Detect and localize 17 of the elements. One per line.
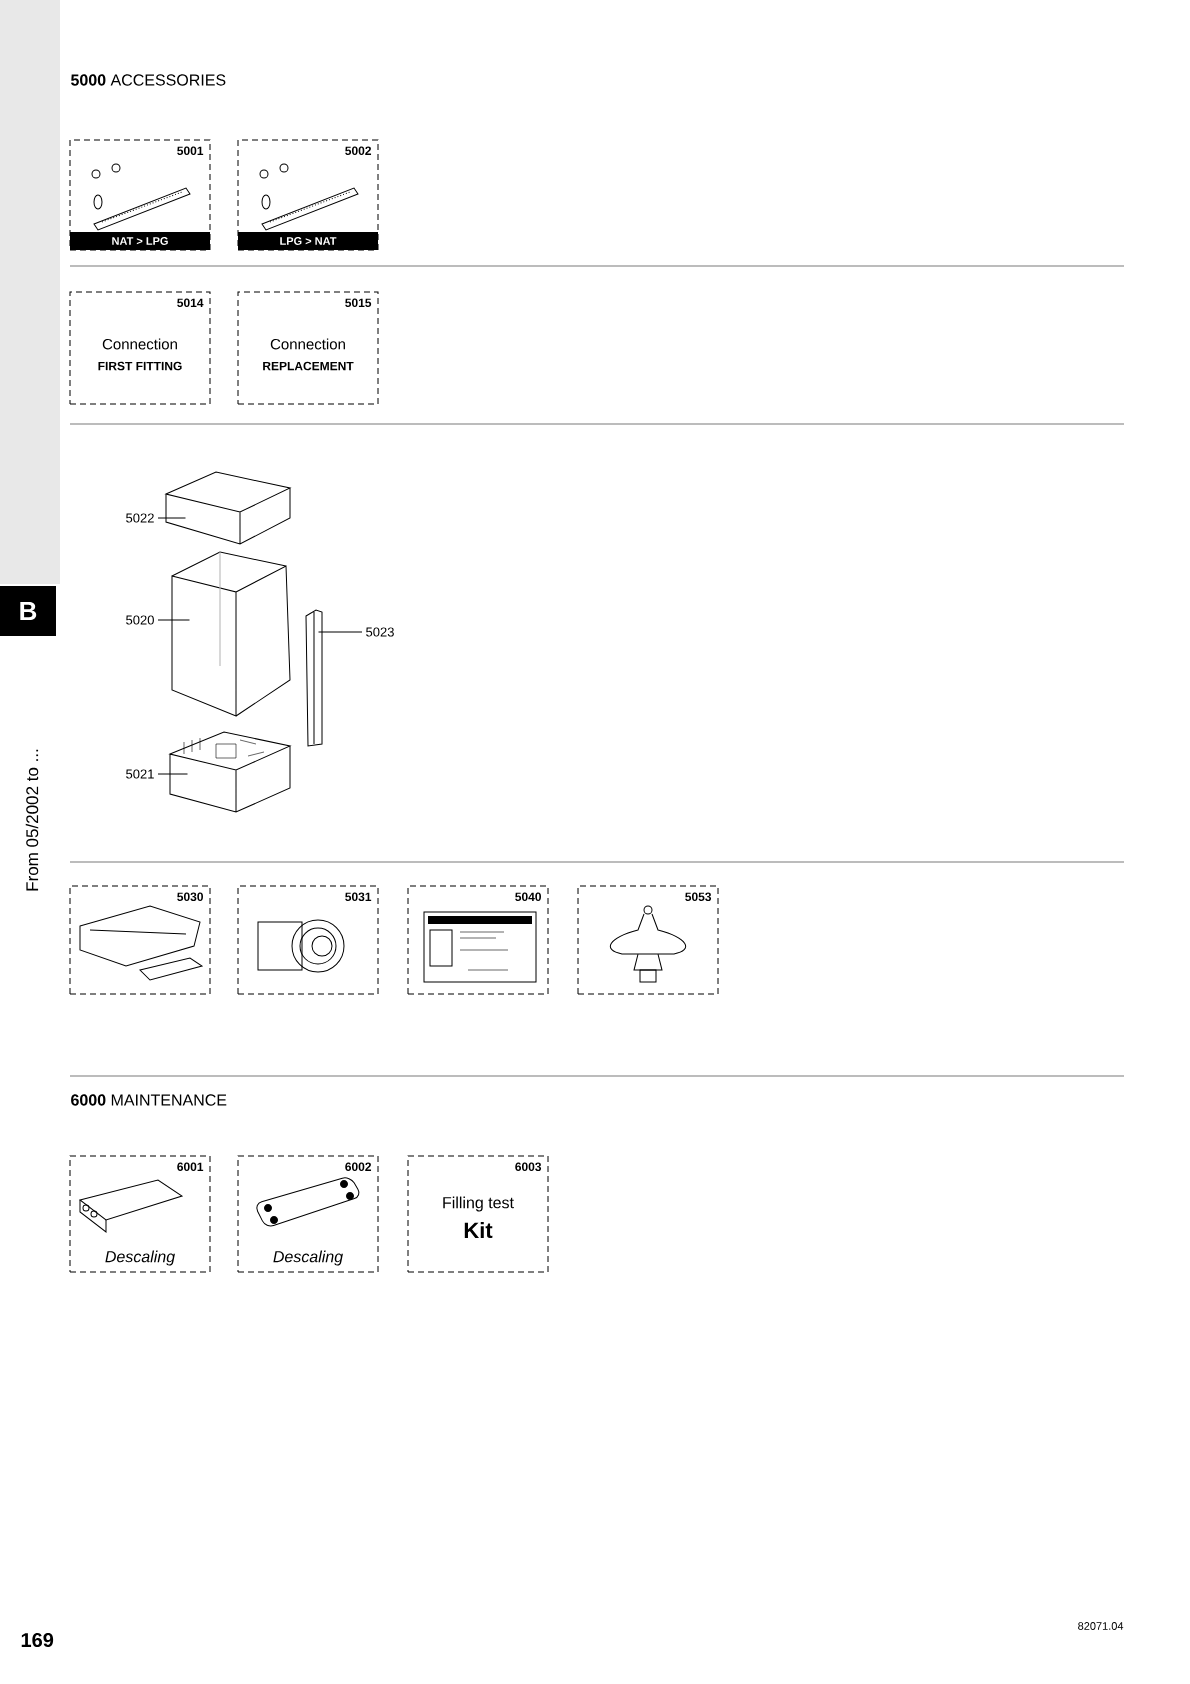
caption-text: Kit — [464, 1221, 493, 1239]
lid-drawing — [165, 471, 291, 545]
caption-text: Descaling — [273, 1250, 343, 1266]
section-tab: B — [0, 586, 56, 636]
leader-line — [157, 517, 186, 519]
side-text: From 05/2002 to ... — [25, 749, 39, 891]
page-number: 169 — [21, 1632, 54, 1648]
caption-text: Descaling — [105, 1250, 175, 1266]
section-heading: 5000 ACCESSORIES — [71, 74, 226, 86]
base-drawing — [169, 731, 291, 813]
section-heading: 6000 MAINTENANCE — [71, 1094, 227, 1106]
caption-text: Filling test — [443, 1196, 514, 1212]
strip-drawing — [305, 609, 323, 747]
leader-line — [318, 631, 363, 633]
leader-line — [157, 619, 190, 621]
casing-drawing — [171, 551, 291, 717]
leader-line — [157, 773, 188, 775]
